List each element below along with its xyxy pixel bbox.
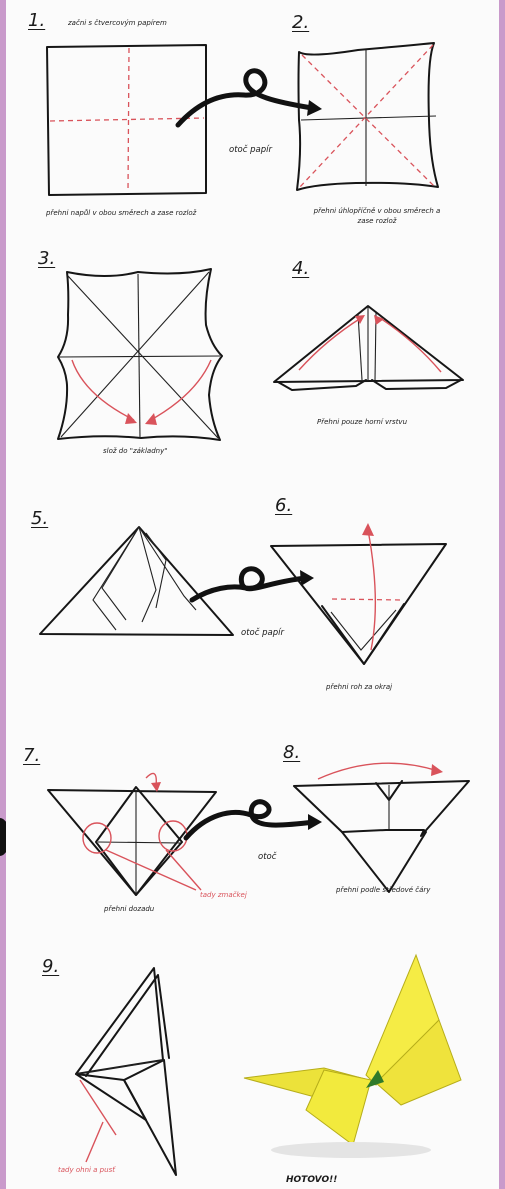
diagram-drawings <box>6 0 499 1189</box>
turn-arrow-1 <box>178 71 322 125</box>
turn-arrow-2 <box>192 569 314 600</box>
arrow3-label: otoč <box>258 852 276 862</box>
finished-label: HOTOVO!! <box>286 1175 337 1185</box>
step7-annotation: tady zmačkej <box>200 891 247 899</box>
step2-number: 2. <box>292 12 309 33</box>
step9-shape <box>76 968 176 1175</box>
step5-triangle <box>40 527 233 635</box>
step4-number: 4. <box>292 258 309 279</box>
step3-caption: slož do "základny" <box>103 447 167 455</box>
step6-caption: přehni roh za okraj <box>326 683 392 691</box>
step3-base <box>58 269 222 440</box>
step4-caption: Přehni pouze horní vrstvu <box>317 418 407 426</box>
step3-number: 3. <box>38 248 55 269</box>
step1-title: začni s čtvercovým papírem <box>68 19 167 27</box>
step4-triangle <box>274 306 463 390</box>
step2-caption: přehni úhlopříčně v obou směrech a zase … <box>312 206 442 226</box>
step9-number: 9. <box>42 956 59 977</box>
turn-arrow-3 <box>186 802 322 838</box>
step8-number: 8. <box>283 742 300 763</box>
step8-caption: přehni podle středové čáry <box>336 886 430 894</box>
step8-shape <box>294 763 469 892</box>
step7-caption: přehni dozadu <box>104 905 154 913</box>
arrow1-label: otoč papír <box>229 145 272 155</box>
step5-number: 5. <box>31 508 48 529</box>
step1-caption: přehni napůl v obou směrech a zase rozlo… <box>46 209 196 217</box>
step6-triangle <box>271 523 446 664</box>
step7-number: 7. <box>23 745 40 766</box>
origami-instruction-sheet: 1. začni s čtvercovým papírem přehni nap… <box>6 0 499 1189</box>
step2-square <box>297 43 438 190</box>
finished-butterfly <box>244 955 461 1158</box>
step9-annotation: tady ohni a pusť <box>58 1166 115 1174</box>
arrow2-label: otoč papír <box>241 628 284 638</box>
step6-number: 6. <box>275 495 292 516</box>
step1-number: 1. <box>28 10 45 31</box>
